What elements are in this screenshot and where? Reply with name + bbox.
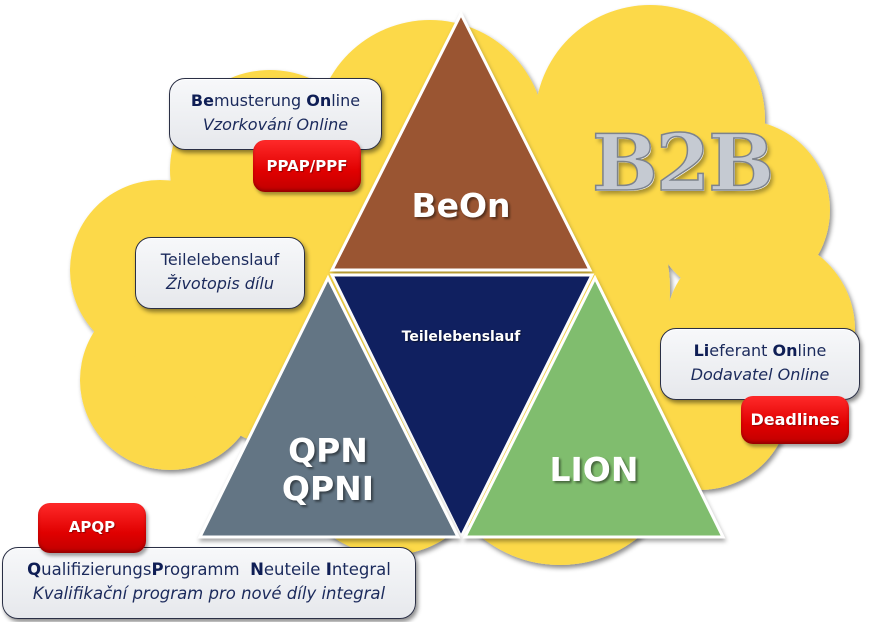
teilelebenslauf-german-name: Teilelebenslauf (160, 250, 280, 269)
beon-german-name: Bemusterung Online (190, 91, 361, 110)
teilelebenslauf-triangle[interactable] (329, 273, 595, 541)
teilelebenslauf-czech-name: Životopis dílu (166, 274, 274, 293)
teilelebenslauf-info-box: Teilelebenslauf Životopis dílu (135, 237, 305, 309)
center-teilelebenslauf-label: Teilelebenslauf (401, 329, 521, 345)
qpn-triangle[interactable] (197, 274, 461, 539)
qpni-czech-name: Kvalifikační program pro nové díly integ… (32, 584, 386, 603)
lion-german-name: Lieferant Online (693, 341, 827, 360)
beon-info-box: Bemusterung Online Vzorkování Online (169, 78, 382, 150)
lion-info-box: Lieferant Online Dodavatel Online (660, 328, 860, 400)
lion-label: LION (549, 450, 639, 489)
qpn-label: QPN QPNI (268, 432, 388, 508)
apqp-tag: APQP (38, 503, 146, 553)
triangle-group (197, 10, 726, 541)
beon-label: BeOn (411, 186, 511, 225)
b2b-logo-text: B2B (591, 117, 775, 210)
qpni-german-name: QualifizierungsProgramm Neuteile Integra… (27, 560, 391, 579)
ppap-ppf-tag: PPAP/PPF (253, 140, 361, 192)
qpn-line: QPN (288, 431, 368, 470)
deadlines-tag: Deadlines (741, 396, 849, 444)
lion-triangle[interactable] (462, 274, 726, 539)
qpni-line: QPNI (281, 469, 375, 508)
lion-czech-name: Dodavatel Online (690, 365, 830, 384)
beon-triangle[interactable] (329, 10, 593, 272)
beon-czech-name: Vzorkování Online (202, 115, 349, 134)
qpni-info-box: QualifizierungsProgramm Neuteile Integra… (2, 547, 416, 619)
